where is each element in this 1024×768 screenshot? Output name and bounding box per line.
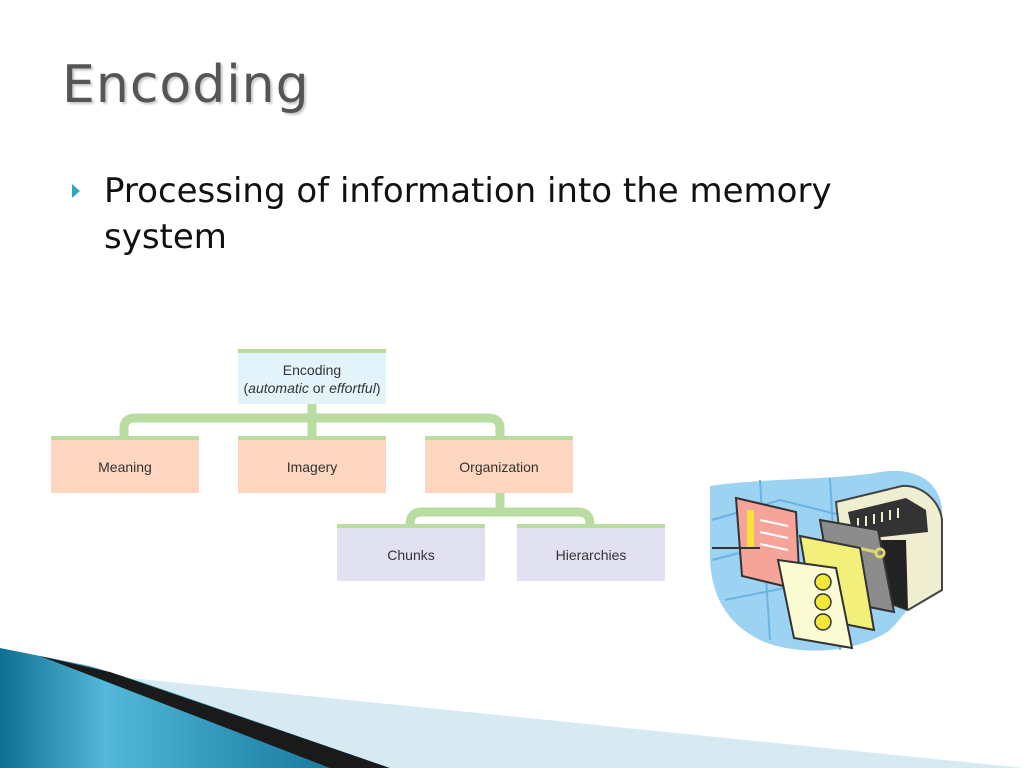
node-encoding: Encoding (automatic or effortful) (238, 349, 386, 404)
node-encoding-effortful: effortful (329, 379, 376, 396)
bullet-arrow-icon (72, 184, 80, 198)
node-imagery: Imagery (238, 436, 386, 493)
node-encoding-line1: Encoding (282, 361, 342, 378)
node-chunks: Chunks (337, 524, 485, 581)
node-organization: Organization (425, 436, 573, 493)
node-hierarchies: Hierarchies (517, 524, 665, 581)
bullet-text: Processing of information into the memor… (104, 171, 832, 257)
node-meaning: Meaning (51, 436, 199, 493)
connector-level2-bar (405, 507, 595, 533)
node-encoding-automatic: automatic (248, 379, 309, 396)
node-encoding-line2: (automatic or effortful) (243, 379, 381, 396)
connector-level1-bar (119, 413, 505, 443)
slide-title: Encoding (62, 55, 310, 115)
